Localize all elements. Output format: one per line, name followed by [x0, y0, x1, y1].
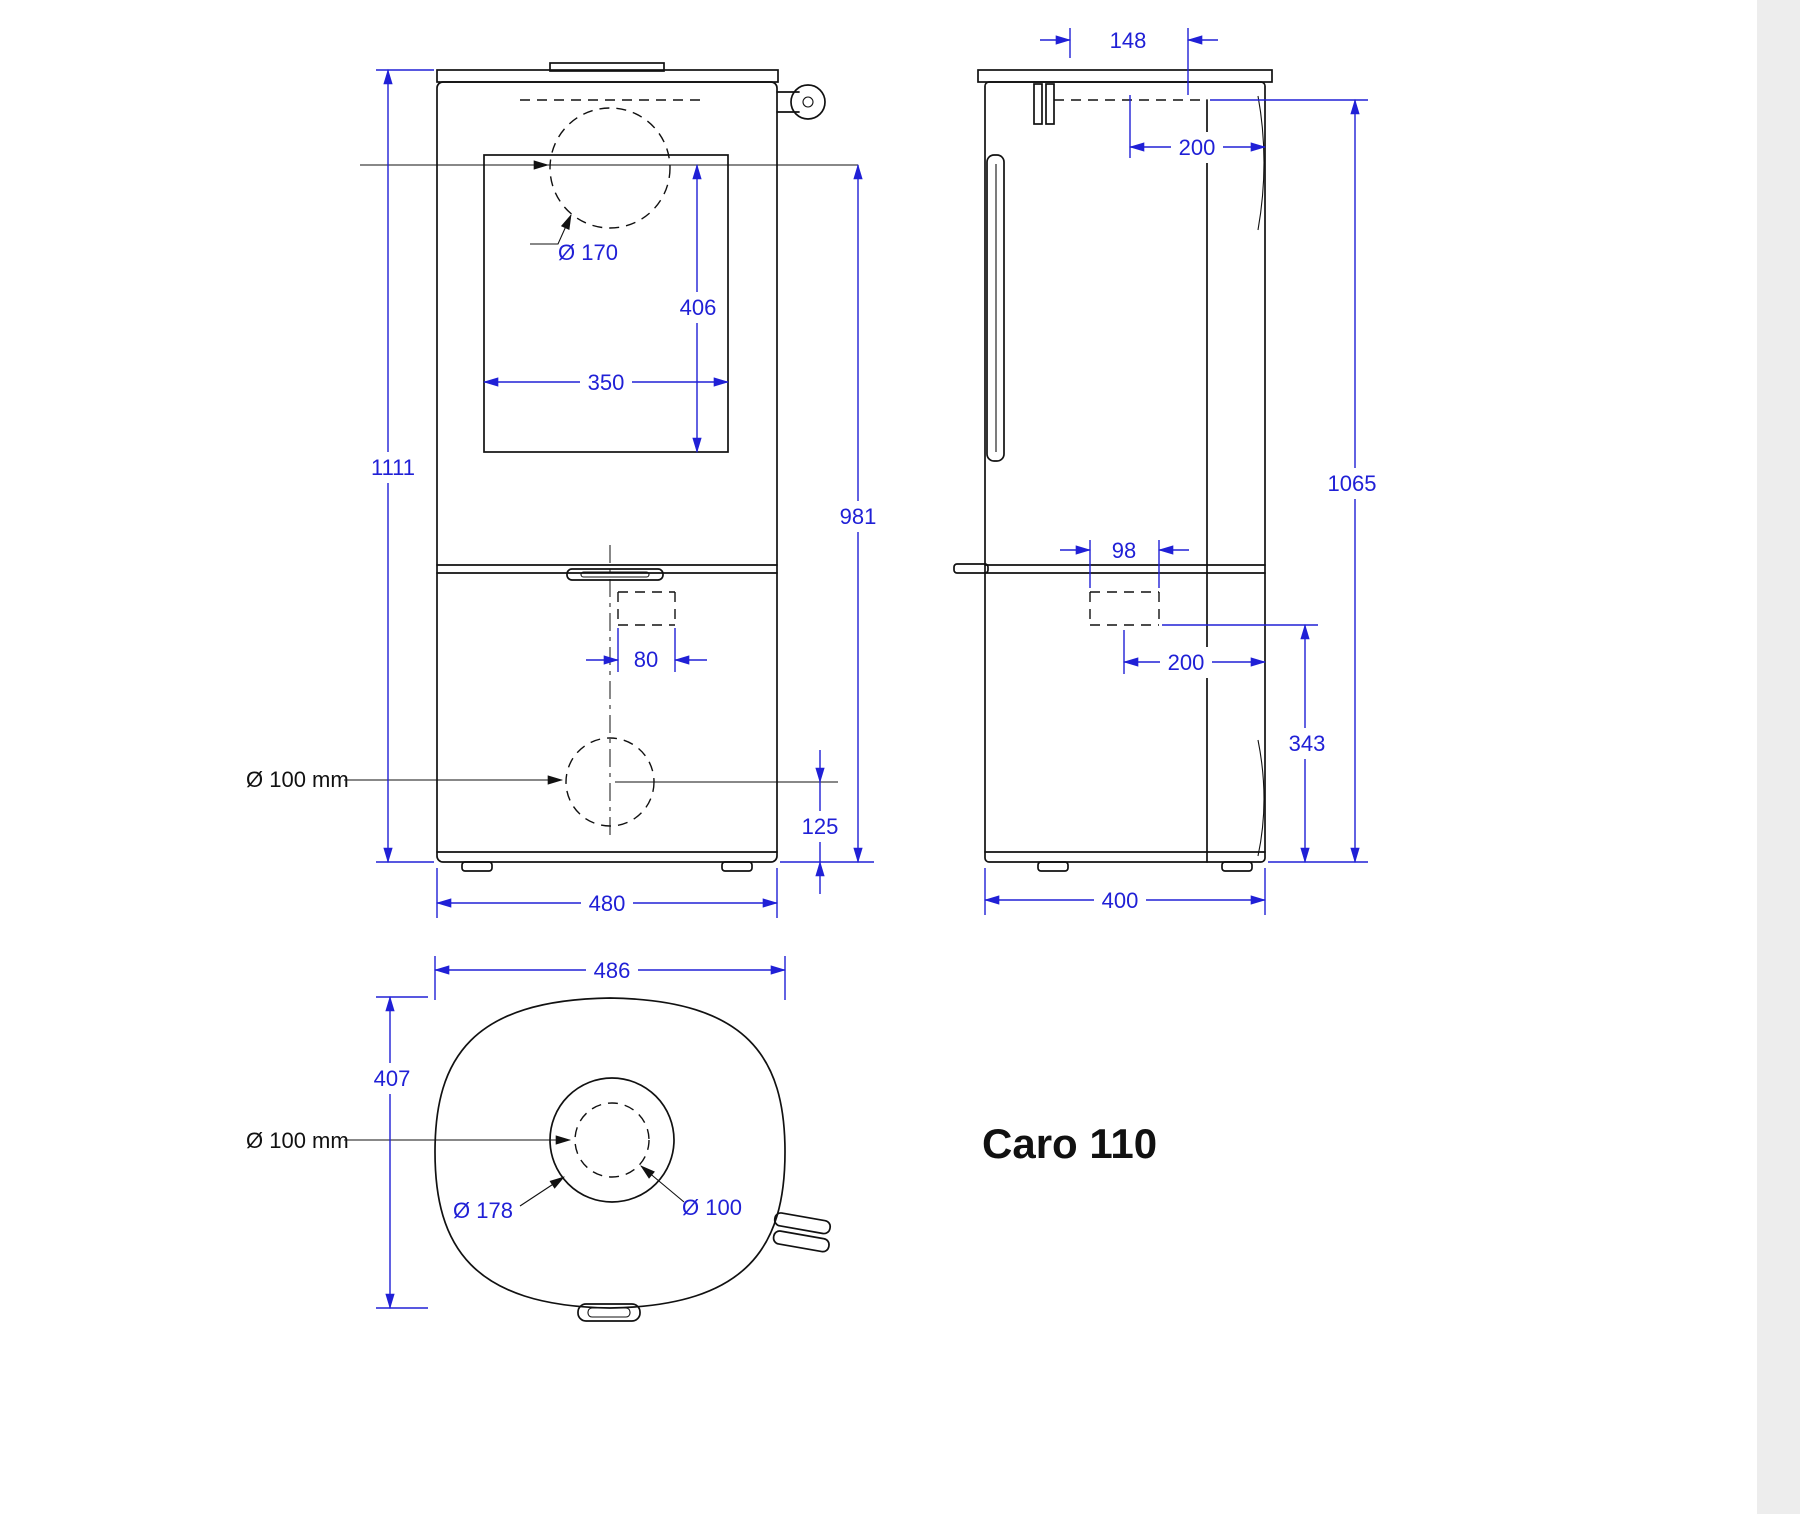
inlet-diameter-leader	[640, 1165, 685, 1203]
foot-side	[1221, 861, 1253, 872]
damper-lever-plan	[772, 1212, 832, 1253]
dim-side-flue-from-rear: 200	[1179, 135, 1216, 160]
front-dimensions: 1111 981 406 350 Ø 170 80 125 480 Ø 100 …	[246, 68, 884, 919]
dim-side-inlet-from-rear: 200	[1168, 650, 1205, 675]
stove-plan-outline	[434, 997, 786, 1309]
label-front-air-inlet: Ø 100 mm	[246, 767, 349, 792]
flue-collar-side	[1033, 83, 1043, 125]
foot	[461, 861, 493, 872]
stove-body-side	[984, 81, 1266, 863]
dim-side-overall-depth: 400	[1102, 888, 1139, 913]
dim-side-inlet-height: 343	[1289, 731, 1326, 756]
top-plate-side	[977, 69, 1273, 83]
flue-collar-top	[549, 62, 665, 72]
side-curve-bottom	[1257, 739, 1265, 857]
side-dimensions: 148 200 1065 98 200 343 400	[983, 28, 1384, 916]
air-notch-hidden	[617, 591, 676, 626]
collar-diameter-leader	[519, 1176, 565, 1207]
flue-outlet-circle	[549, 107, 671, 229]
dim-side-connection-height: 1065	[1328, 471, 1377, 496]
label-top-air-inlet: Ø 100 mm	[246, 1128, 349, 1153]
dim-front-notch-width: 80	[634, 647, 658, 672]
stove-body	[436, 81, 778, 863]
door-handle-inner	[580, 571, 650, 578]
dim-front-flue-height: 981	[840, 504, 877, 529]
latch-plan	[577, 1303, 641, 1322]
air-notch-hidden-side	[1089, 591, 1160, 626]
dim-side-notch-depth: 98	[1112, 538, 1136, 563]
page-edge	[1757, 0, 1800, 1514]
dim-top-collar-diameter: Ø 178	[453, 1198, 513, 1223]
foot	[721, 861, 753, 872]
side-curve-top	[1257, 95, 1265, 231]
dim-front-window-width: 350	[588, 370, 625, 395]
foot-side	[1037, 861, 1069, 872]
dim-top-overall-depth: 407	[374, 1066, 411, 1091]
dim-top-inlet-diameter: Ø 100	[682, 1195, 742, 1220]
dim-top-overall-width: 486	[594, 958, 631, 983]
dim-front-flue-diameter: Ø 170	[558, 240, 618, 265]
top-dimensions: 486 407 Ø 100 mm Ø 178 Ø 100	[246, 955, 787, 1310]
damper-knob-center	[802, 96, 814, 108]
flue-collar-side	[1045, 83, 1055, 125]
latch-plan-inner	[587, 1307, 631, 1318]
side-glass	[986, 154, 1005, 462]
dim-front-overall-width: 480	[589, 891, 626, 916]
door-window	[483, 154, 729, 453]
flue-bore-plan	[574, 1102, 650, 1178]
top-view	[344, 997, 832, 1322]
flue-diameter-leader	[530, 213, 572, 245]
dim-side-flue-offset: 148	[1110, 28, 1147, 53]
dim-front-window-height: 406	[680, 295, 717, 320]
door-handle	[566, 568, 664, 581]
model-title: Caro 110	[982, 1120, 1157, 1167]
side-view	[953, 69, 1273, 872]
dim-front-inlet-height: 125	[802, 814, 839, 839]
door-handle-side	[953, 563, 989, 574]
damper-knob	[790, 84, 826, 120]
dim-front-overall-height: 1111	[371, 455, 415, 480]
